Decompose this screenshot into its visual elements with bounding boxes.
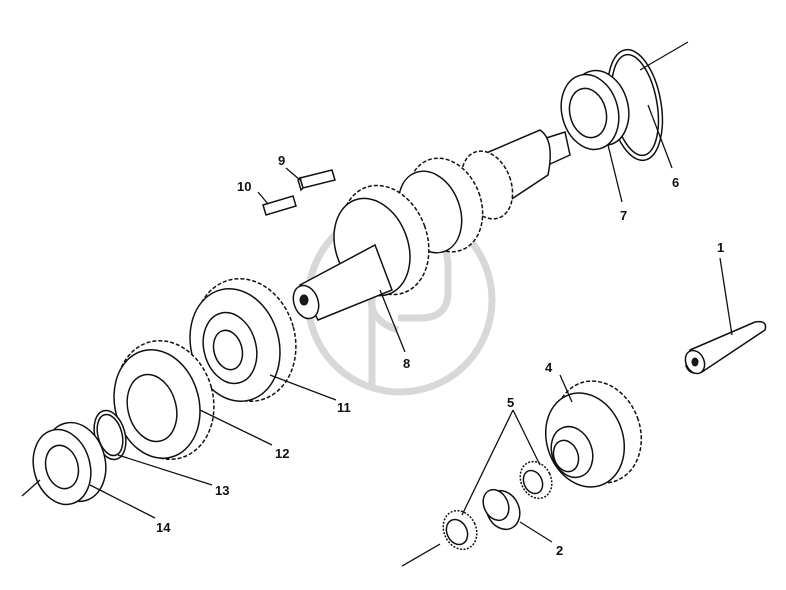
callout-5: 5 [507,395,514,410]
callout-4: 4 [545,360,553,375]
callout-6: 6 [672,175,679,190]
callout-13: 13 [215,483,229,498]
part-9-key [297,169,336,192]
callout-9: 9 [278,153,285,168]
callout-11: 11 [337,400,351,415]
part-10-key [262,195,297,216]
part-14-bearing [32,421,107,506]
part-5-needle-bearings [442,460,553,551]
callout-8: 8 [403,356,410,371]
callout-14: 14 [156,520,171,535]
callout-7: 7 [620,208,627,223]
part-7-bearing [560,69,630,151]
callout-12: 12 [275,446,289,461]
part-2-spacer [482,488,521,531]
leader-lines [21,41,733,567]
callout-2: 2 [556,543,563,558]
callout-labels: 1 2 4 5 6 7 8 9 10 11 12 13 14 [156,153,724,558]
part-4-cluster-gear [544,380,643,488]
part-1-pin [684,320,767,375]
callout-10: 10 [237,179,251,194]
part-12-gear [113,339,215,461]
part-11-gear [189,277,297,403]
callout-1: 1 [717,240,724,255]
part-8-main-shaft [292,129,571,321]
